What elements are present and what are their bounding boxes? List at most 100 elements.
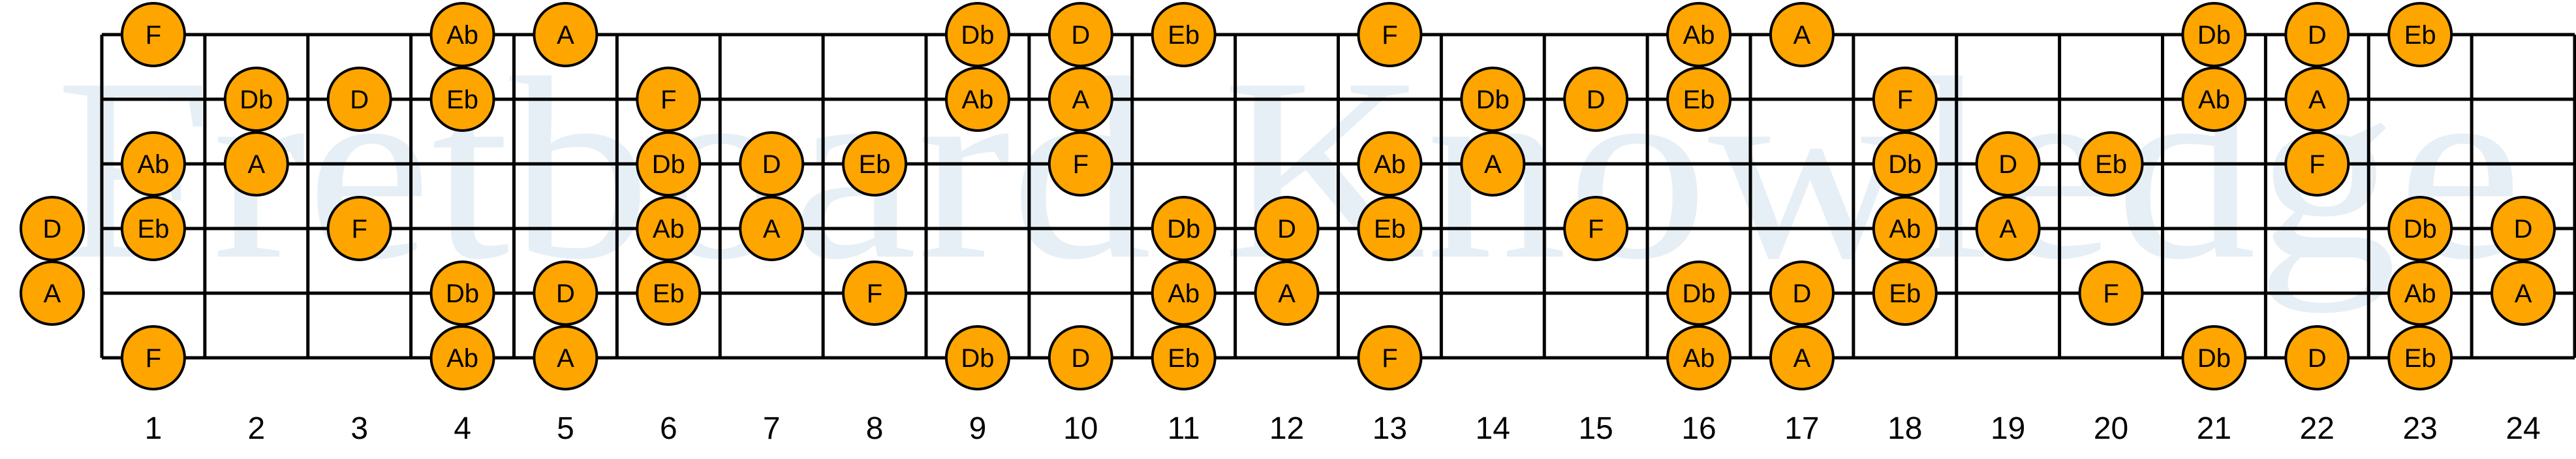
note-label: A <box>763 215 781 244</box>
note-marker: F <box>636 67 702 132</box>
note-circle <box>2078 261 2144 326</box>
note-label: D <box>1071 21 1090 50</box>
note-label: F <box>1073 150 1089 179</box>
note-label: F <box>660 86 676 114</box>
note-label: Db <box>2404 215 2437 244</box>
note-label: Ab <box>1168 279 1200 308</box>
note-circle <box>1357 325 1423 390</box>
note-marker: Db <box>2181 2 2247 67</box>
note-circle <box>2491 196 2556 261</box>
note-marker: Eb <box>2078 131 2144 197</box>
note-label: Ab <box>2198 86 2230 114</box>
note-label: Db <box>2197 344 2231 373</box>
note-circle <box>120 196 186 261</box>
note-marker: Eb <box>1357 196 1423 261</box>
note-label: Ab <box>446 21 478 50</box>
note-marker: A <box>533 2 598 67</box>
note-label: F <box>351 215 367 244</box>
note-marker: A <box>20 261 85 326</box>
note-label: Ab <box>1683 344 1715 373</box>
note-label: Ab <box>1889 215 1921 244</box>
note-label: A <box>1278 279 1296 308</box>
note-marker: Eb <box>1872 261 1938 326</box>
fret-number: 13 <box>1373 411 1407 446</box>
note-marker: D <box>2491 196 2556 261</box>
note-circle <box>944 67 1010 132</box>
note-marker: Ab <box>2181 67 2247 132</box>
note-circle <box>2078 131 2144 197</box>
note-label: A <box>557 21 574 50</box>
note-marker: Ab <box>944 67 1010 132</box>
note-label: Db <box>1167 215 1200 244</box>
note-label: F <box>1382 344 1397 373</box>
fret-number: 8 <box>866 411 884 446</box>
note-label: F <box>1897 86 1913 114</box>
note-circle <box>1872 67 1938 132</box>
note-circle <box>636 131 702 197</box>
note-circle <box>1975 131 2041 197</box>
note-circle <box>1151 196 1217 261</box>
note-label: Ab <box>2404 279 2436 308</box>
note-marker: F <box>1563 196 1629 261</box>
note-circle <box>20 196 85 261</box>
note-circle <box>533 2 598 67</box>
note-marker: Db <box>1151 196 1217 261</box>
note-marker: A <box>1460 131 1526 197</box>
note-marker: Ab <box>1872 196 1938 261</box>
note-label: A <box>1793 344 1811 373</box>
note-label: Eb <box>1168 21 1200 50</box>
note-label: D <box>1277 215 1296 244</box>
note-circle <box>944 325 1010 390</box>
note-circle <box>1666 261 1732 326</box>
note-circle <box>1872 131 1938 197</box>
note-circle <box>636 196 702 261</box>
note-circle <box>1357 2 1423 67</box>
note-label: Eb <box>1168 344 1200 373</box>
note-circle <box>20 261 85 326</box>
note-circle <box>1460 67 1526 132</box>
note-marker: Eb <box>842 131 908 197</box>
note-circle <box>739 196 805 261</box>
note-marker: D <box>1047 2 1113 67</box>
note-circle <box>2387 196 2453 261</box>
note-circle <box>944 2 1010 67</box>
note-marker: Db <box>636 131 702 197</box>
note-label: D <box>43 215 62 244</box>
fret-number: 14 <box>1476 411 1510 446</box>
note-marker: D <box>326 67 392 132</box>
fret-number: 20 <box>2094 411 2128 446</box>
note-label: A <box>1793 21 1811 50</box>
note-circle <box>120 2 186 67</box>
note-marker: Eb <box>120 196 186 261</box>
note-label: D <box>762 150 781 179</box>
note-marker: F <box>326 196 392 261</box>
note-marker: A <box>2284 67 2350 132</box>
note-circle <box>2387 261 2453 326</box>
note-label: D <box>1071 344 1090 373</box>
note-circle <box>842 131 908 197</box>
note-circle <box>1563 67 1629 132</box>
note-label: F <box>2103 279 2118 308</box>
note-marker: F <box>120 2 186 67</box>
note-marker: F <box>1872 67 1938 132</box>
note-marker: Db <box>1872 131 1938 197</box>
note-circle <box>1151 261 1217 326</box>
note-circle <box>1047 67 1113 132</box>
note-marker: Db <box>944 325 1010 390</box>
note-circle <box>739 131 805 197</box>
note-circle <box>1460 131 1526 197</box>
fret-number: 24 <box>2506 411 2540 446</box>
fret-number: 5 <box>557 411 574 446</box>
note-circle <box>429 261 495 326</box>
note-label: Eb <box>446 86 478 114</box>
note-marker: Eb <box>429 67 495 132</box>
note-circle <box>2181 325 2247 390</box>
fretboard-grid <box>100 33 2576 360</box>
note-marker: Eb <box>2387 325 2453 390</box>
note-label: F <box>1382 21 1397 50</box>
note-marker: D <box>1975 131 2041 197</box>
fret-number: 9 <box>969 411 987 446</box>
note-marker: Db <box>944 2 1010 67</box>
